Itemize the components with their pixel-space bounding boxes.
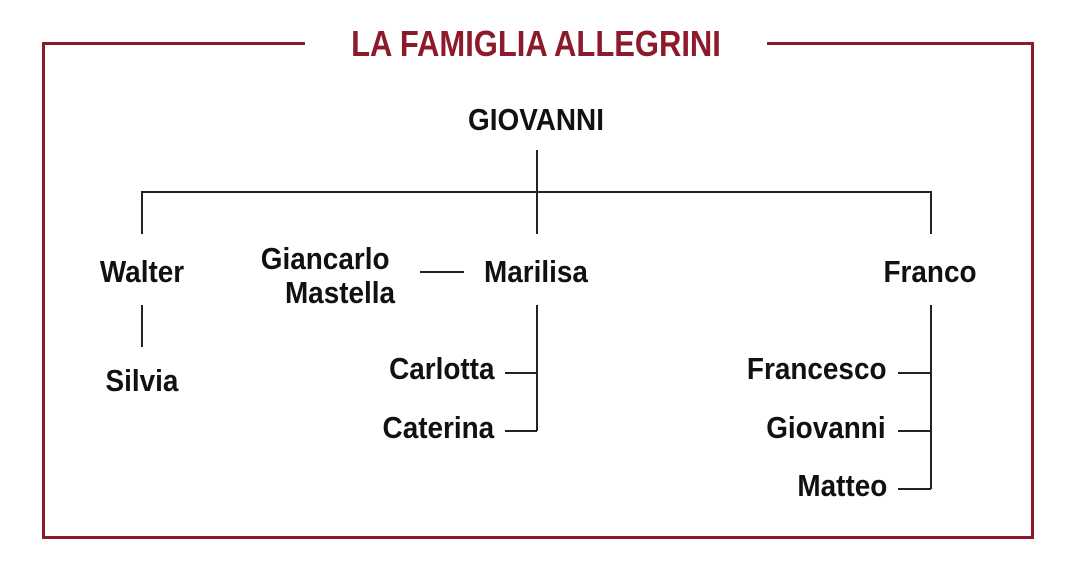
- diagram-title: LA FAMIGLIA ALLEGRINI: [351, 23, 721, 64]
- node-franco: Franco: [883, 254, 977, 289]
- connector-marilisa-children: [536, 305, 538, 431]
- frame-top-left-border: [42, 42, 305, 45]
- frame-left-border: [42, 42, 45, 539]
- connector-carlotta: [505, 372, 537, 374]
- node-francesco: Francesco: [746, 351, 887, 386]
- node-spouse-first-name: Giancarlo: [260, 241, 390, 276]
- node-silvia: Silvia: [105, 363, 179, 398]
- connector-to-franco: [930, 191, 932, 234]
- connector-marriage: [420, 271, 464, 273]
- node-giovanni-grandchild: Giovanni: [766, 410, 886, 445]
- connector-to-marilisa: [536, 191, 538, 234]
- frame-bottom-border: [42, 536, 1034, 539]
- node-marilisa: Marilisa: [484, 254, 588, 289]
- node-matteo: Matteo: [797, 468, 888, 503]
- connector-franco-children: [930, 305, 932, 489]
- connector-giovanni-grandchild: [898, 430, 931, 432]
- frame-right-border: [1031, 42, 1034, 539]
- connector-to-walter: [141, 191, 143, 234]
- connector-caterina: [505, 430, 537, 432]
- node-spouse-last-name: Mastella: [284, 275, 396, 310]
- connector-walter-silvia: [141, 305, 143, 347]
- connector-francesco: [898, 372, 931, 374]
- frame-top-right-border: [767, 42, 1034, 45]
- node-carlotta: Carlotta: [389, 351, 495, 386]
- connector-matteo: [898, 488, 931, 490]
- node-walter: Walter: [99, 254, 185, 289]
- node-root: GIOVANNI: [468, 102, 604, 137]
- connector-root-down: [536, 150, 538, 192]
- node-caterina: Caterina: [382, 410, 495, 445]
